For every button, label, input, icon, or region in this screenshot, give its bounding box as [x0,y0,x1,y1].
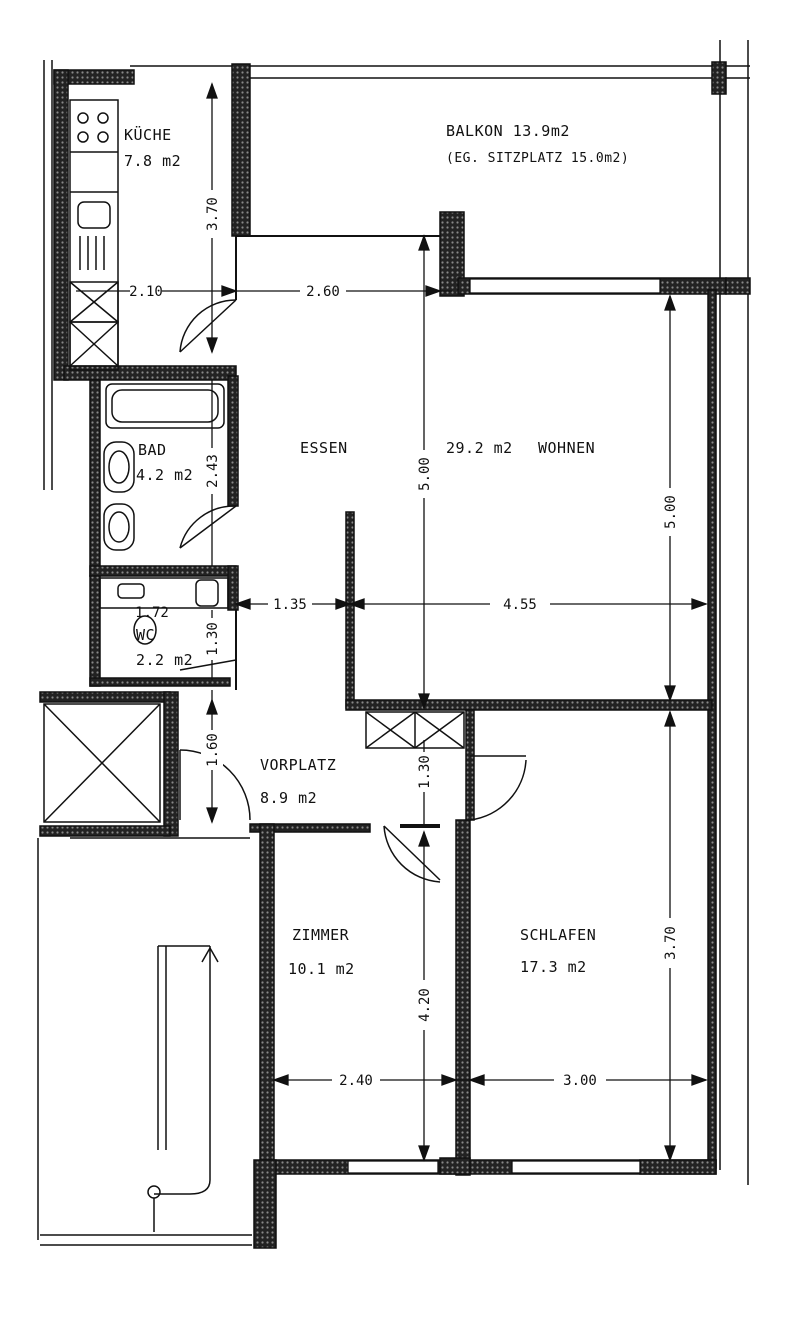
dim-zimmer-depth: 4.20 [417,988,433,1022]
label-balkon: BALKON 13.9m2 [446,122,570,140]
bath-fixtures [103,383,225,551]
dim-wohnen-width: 4.55 [503,597,537,613]
doors [179,299,527,883]
dim-zimmer-width: 2.40 [339,1073,373,1089]
dim-corridor-depth: 1.30 [417,755,433,789]
label-zimmer: ZIMMER [292,926,350,944]
kitchen-fixtures [69,99,119,371]
label-wohnen-area: 29.2 m2 [446,439,513,457]
dimension-labels: 3.70 2.10 2.60 2.43 1.72 1.30 1.35 4.55 … [129,190,681,1089]
label-schlafen-area: 17.3 m2 [520,958,587,976]
label-kueche-area: 7.8 m2 [124,152,181,170]
label-vorplatz: VORPLATZ [260,756,336,774]
dim-wohnen-depth: 5.00 [663,495,679,529]
partitions [235,235,440,690]
label-wc-area: 2.2 m2 [136,651,193,669]
label-vorplatz-area: 8.9 m2 [260,789,317,807]
dim-bad-depth: 2.43 [205,454,221,488]
label-balkon-note: (EG. SITZPLATZ 15.0m2) [446,151,629,166]
staircase [147,945,219,1232]
elevator-shaft [43,703,161,823]
label-essen: ESSEN [300,439,348,457]
dim-kueche-width: 2.10 [129,284,163,300]
dim-vorplatz-depth: 1.60 [205,733,221,767]
label-bad-area: 4.2 m2 [136,466,193,484]
label-schlafen: SCHLAFEN [520,926,596,944]
dim-kueche-depth: 3.70 [205,197,221,231]
dim-hall-width: 1.35 [273,597,307,613]
dim-schlafen-width: 3.00 [563,1073,597,1089]
dim-wc-width: 1.72 [135,605,169,621]
dim-wc-depth: 1.30 [205,622,221,656]
windows [347,278,661,1174]
label-kueche: KÜCHE [124,125,172,144]
dim-schlafen-depth: 3.70 [663,926,679,960]
wc-fixtures [99,577,229,645]
label-bad: BAD [138,441,167,459]
dimension-lines [76,82,708,1162]
room-labels: KÜCHE 7.8 m2 BALKON 13.9m2 (EG. SITZPLAT… [124,122,629,978]
closet [365,711,465,749]
dim-essen-depth: 5.00 [417,457,433,491]
dim-essen-width: 2.60 [306,284,340,300]
label-zimmer-area: 10.1 m2 [288,960,355,978]
label-wc: WC [136,626,155,644]
label-wohnen: WOHNEN [538,439,595,457]
